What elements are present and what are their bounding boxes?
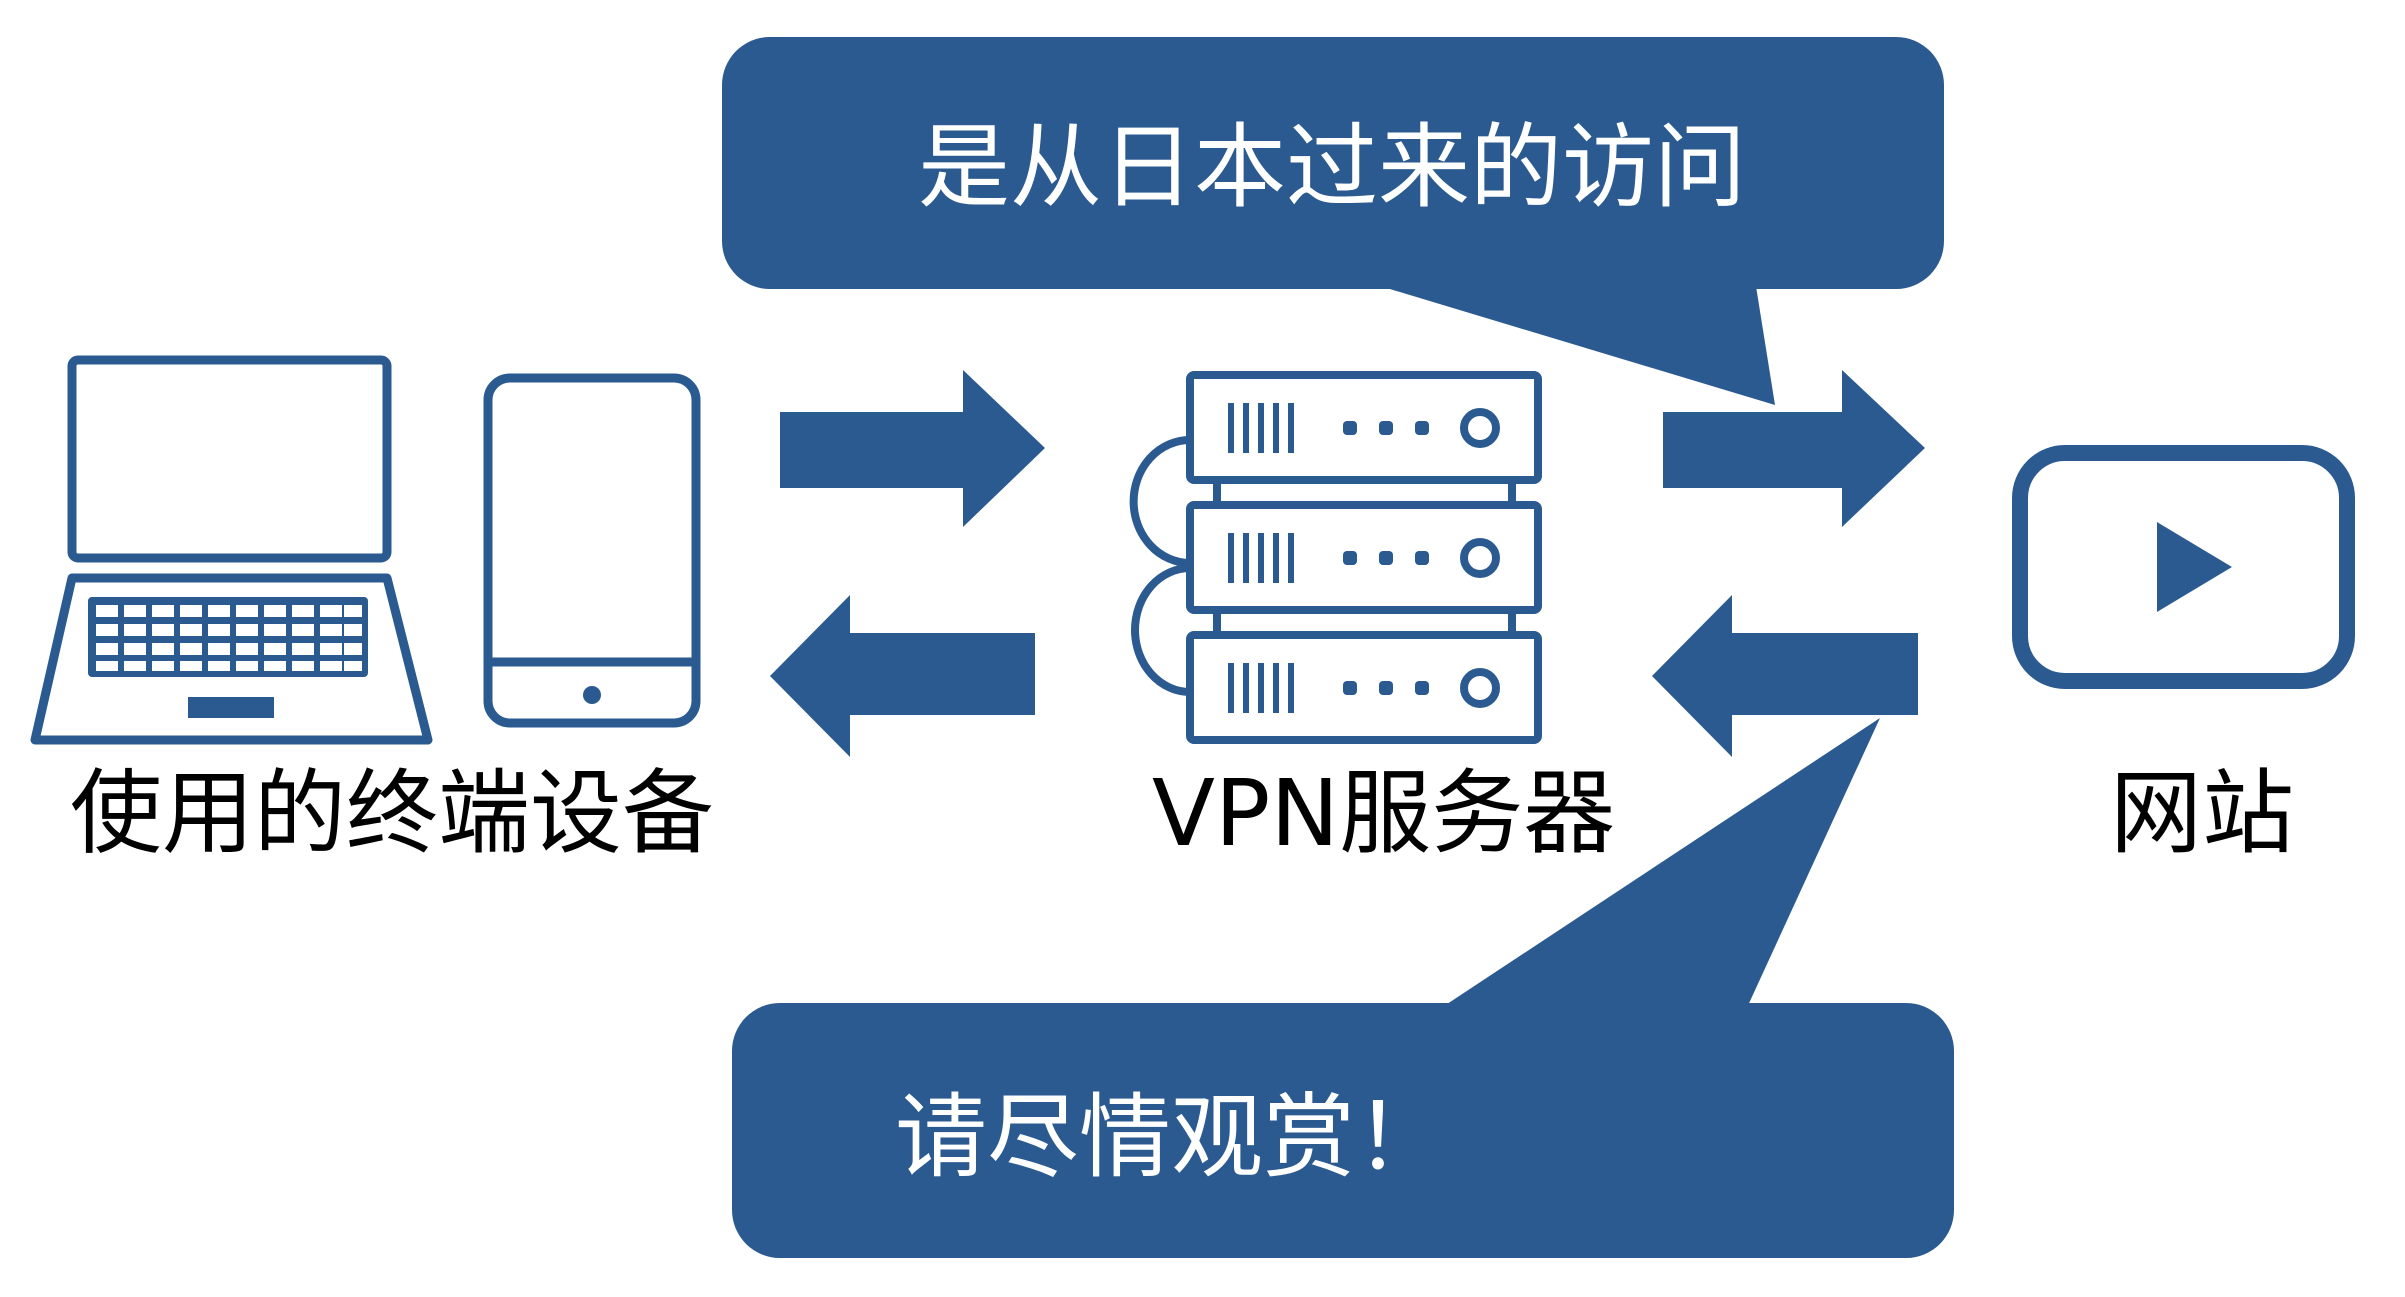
server-label: VPN服务器 xyxy=(1152,760,1616,867)
device-label: 使用的终端设备 xyxy=(70,760,715,867)
laptop-keys xyxy=(96,605,362,671)
smartphone-icon xyxy=(483,373,701,728)
top-speech-bubble xyxy=(722,37,1944,405)
arrow-left-icon xyxy=(770,595,1035,757)
server-rack-icon xyxy=(1129,371,1542,744)
server-indicators xyxy=(1228,403,1429,713)
top-bubble-text: 是从日本过来的访问 xyxy=(918,114,1747,221)
website-label: 网站 xyxy=(2110,760,2295,867)
arrow-right-icon xyxy=(780,370,1045,527)
video-play-icon xyxy=(2012,445,2355,689)
bottom-speech-bubble xyxy=(732,718,1954,1258)
arrow-left-icon xyxy=(1652,595,1918,757)
laptop-icon xyxy=(30,355,433,745)
bottom-bubble-text: 请尽情观赏！ xyxy=(895,1084,1448,1191)
arrow-right-icon xyxy=(1663,370,1925,527)
